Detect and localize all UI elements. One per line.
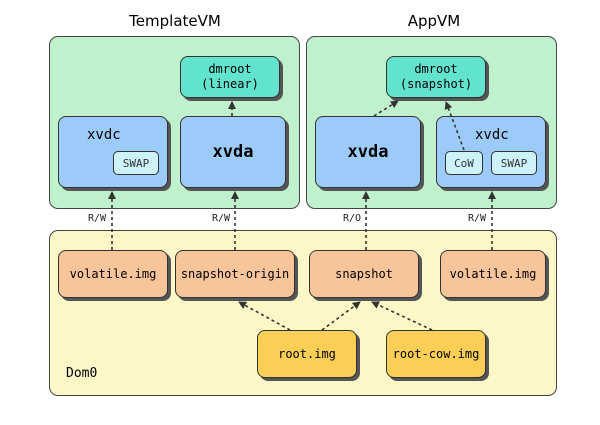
templatevm-xvda-box: xvda <box>180 116 286 188</box>
dom0-label: Dom0 <box>66 366 98 381</box>
templatevm-xvdc-box: xvdc SWAP <box>58 116 168 188</box>
dom0-snapshot-box: snapshot <box>309 250 419 298</box>
templatevm-title: TemplateVM <box>129 12 221 30</box>
template-xvdc-access-label: R/W <box>88 213 107 224</box>
arrow-root-to-snapshot-origin <box>238 301 291 331</box>
dom0-snapshot-origin-box: snapshot-origin <box>175 250 295 298</box>
arrow-appvm-cow-to-dmroot <box>444 101 465 151</box>
appvm-dmroot-box: dmroot (snapshot) <box>386 56 486 98</box>
appvm-xvdc-label: xvdc <box>475 127 509 143</box>
arrow-appvm-xvda-to-dmroot <box>373 100 399 117</box>
appvm-swap-box: SWAP <box>491 151 537 175</box>
appvm-title: AppVM <box>407 12 461 30</box>
arrow-root-cow-to-snapshot <box>371 301 433 331</box>
template-xvda-access-label: R/W <box>212 213 231 224</box>
templatevm-xvdc-label: xvdc <box>87 127 121 143</box>
templatevm-swap-box: SWAP <box>113 151 159 175</box>
dom0-volatile-right-box: volatile.img <box>440 250 546 298</box>
arrow-root-to-snapshot <box>321 301 361 331</box>
appvm-xvda-box: xvda <box>315 116 421 188</box>
dom0-root-cow-box: root-cow.img <box>386 330 486 378</box>
appvm-xvda-access-label: R/O <box>343 213 362 224</box>
dom0-root-img-box: root.img <box>257 330 357 378</box>
appvm-xvdc-access-label: R/W <box>468 213 487 224</box>
templatevm-dmroot-box: dmroot (linear) <box>180 56 280 98</box>
dom0-volatile-left-box: volatile.img <box>58 250 168 298</box>
appvm-cow-box: CoW <box>445 151 483 175</box>
appvm-xvdc-box: xvdc CoW SWAP <box>436 116 546 188</box>
